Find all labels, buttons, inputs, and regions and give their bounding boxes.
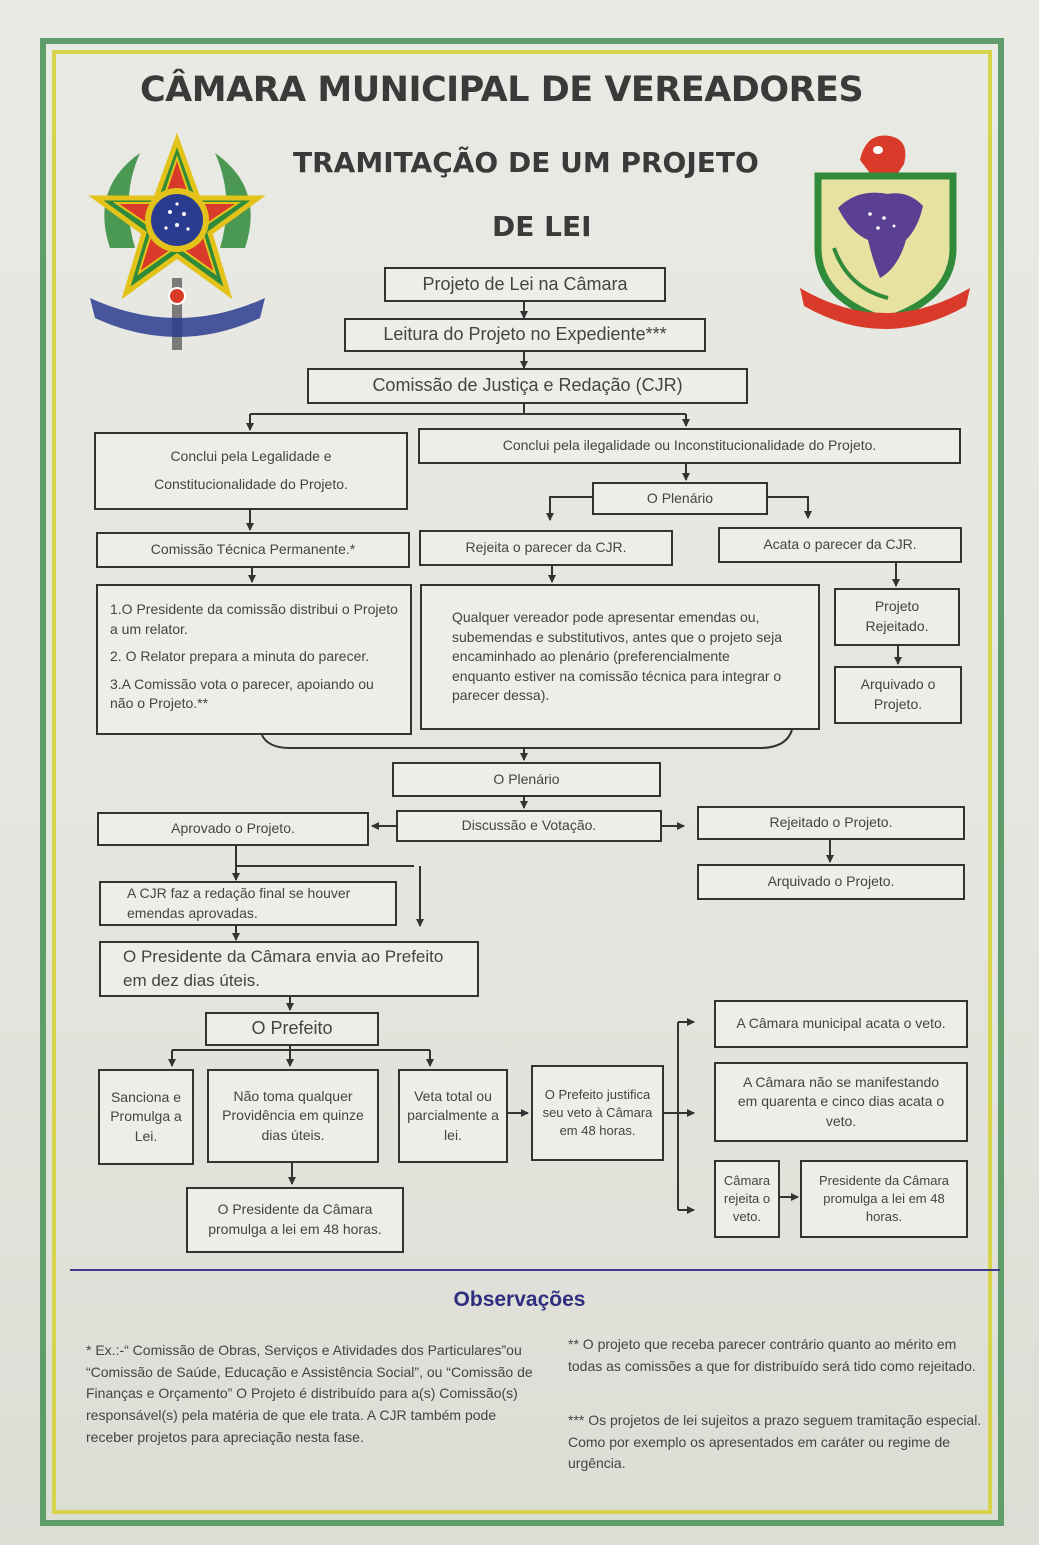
node-presidente-promulga-1: O Presidente da Câmara promulga a lei em… <box>186 1187 404 1253</box>
observation-note-left: * Ex.:-“ Comissão de Obras, Serviços e A… <box>86 1342 533 1445</box>
etapa-3: 3.A Comissão vota o parecer, apoiando ou… <box>110 675 374 712</box>
observation-note-right-2: *** Os projetos de lei sujeitos a prazo … <box>568 1412 982 1472</box>
node-projeto-rejeitado: Projeto Rejeitado. <box>834 588 960 646</box>
node-conclui-legalidade-line1: Conclui pela Legalidade e <box>170 448 332 465</box>
node-veta: Veta total ou parcialmente a lei. <box>398 1069 508 1163</box>
observation-note-right-1: ** O projeto que receba parecer contrári… <box>568 1336 976 1374</box>
node-comissao-etapas: 1.O Presidente da comissão distribui o P… <box>96 584 412 735</box>
node-arquivado-1: Arquivado o Projeto. <box>834 666 962 724</box>
node-rejeita-parecer: Rejeita o parecer da CJR. <box>419 530 673 566</box>
node-nao-se-manifestando: A Câmara não se manifestando em quarenta… <box>714 1062 968 1142</box>
node-conclui-legalidade-line2: Constitucionalidade do Projeto. <box>154 476 348 492</box>
node-acata-parecer: Acata o parecer da CJR. <box>718 527 962 563</box>
node-justifica-veto: O Prefeito justifica seu veto à Câmara e… <box>531 1065 664 1161</box>
node-arquivado-2: Arquivado o Projeto. <box>697 864 965 900</box>
node-envia-prefeito: O Presidente da Câmara envia ao Prefeito… <box>99 941 479 997</box>
node-acata-veto: A Câmara municipal acata o veto. <box>714 1000 968 1048</box>
etapa-1: 1.O Presidente da comissão distribui o P… <box>110 601 398 637</box>
node-conclui-ilegalidade: Conclui pela ilegalidade ou Inconstituci… <box>418 428 961 464</box>
observations-title: Observações <box>453 1288 586 1311</box>
node-nao-toma-providencia: Não toma qualquer Providência em quinze … <box>207 1069 379 1163</box>
node-cjr: Comissão de Justiça e Redação (CJR) <box>307 368 748 404</box>
node-conclui-legalidade: Conclui pela Legalidade e Constitucional… <box>94 432 408 510</box>
node-leitura-expediente: Leitura do Projeto no Expediente*** <box>344 318 706 352</box>
inner-yellow-border <box>52 50 992 1514</box>
etapa-2: 2. O Relator prepara a minuta do parecer… <box>110 648 370 665</box>
node-projeto-na-camara: Projeto de Lei na Câmara <box>384 267 666 302</box>
node-plenario-2: O Plenário <box>392 762 661 797</box>
node-presidente-promulga-2: Presidente da Câmara promulga a lei em 4… <box>800 1160 968 1238</box>
outer-green-border <box>40 38 1004 1526</box>
node-prefeito: O Prefeito <box>205 1012 379 1046</box>
node-sanciona: Sanciona e Promulga a Lei. <box>98 1069 194 1165</box>
brazil-coat-of-arms-icon <box>88 132 266 350</box>
node-comissao-tecnica: Comissão Técnica Permanente.* <box>96 532 410 568</box>
page-subtitle-line1: TRAMITAÇÃO DE UM PROJETO <box>293 146 759 179</box>
page-subtitle-line2: DE LEI <box>492 210 592 243</box>
page-title: CÂMARA MUNICIPAL DE VEREADORES <box>140 70 864 110</box>
node-aprovado: Aprovado o Projeto. <box>97 812 369 846</box>
node-rejeitado: Rejeitado o Projeto. <box>697 806 965 840</box>
node-rejeita-veto: Câmara rejeita o veto. <box>714 1160 780 1238</box>
node-plenario-1: O Plenário <box>592 482 768 515</box>
node-discussao-votacao: Discussão e Votação. <box>396 810 662 842</box>
municipal-coat-of-arms-icon <box>800 135 970 329</box>
node-redacao-final: A CJR faz a redação final se houver emen… <box>99 881 397 926</box>
node-emendas: Qualquer vereador pode apresentar emenda… <box>420 584 820 730</box>
